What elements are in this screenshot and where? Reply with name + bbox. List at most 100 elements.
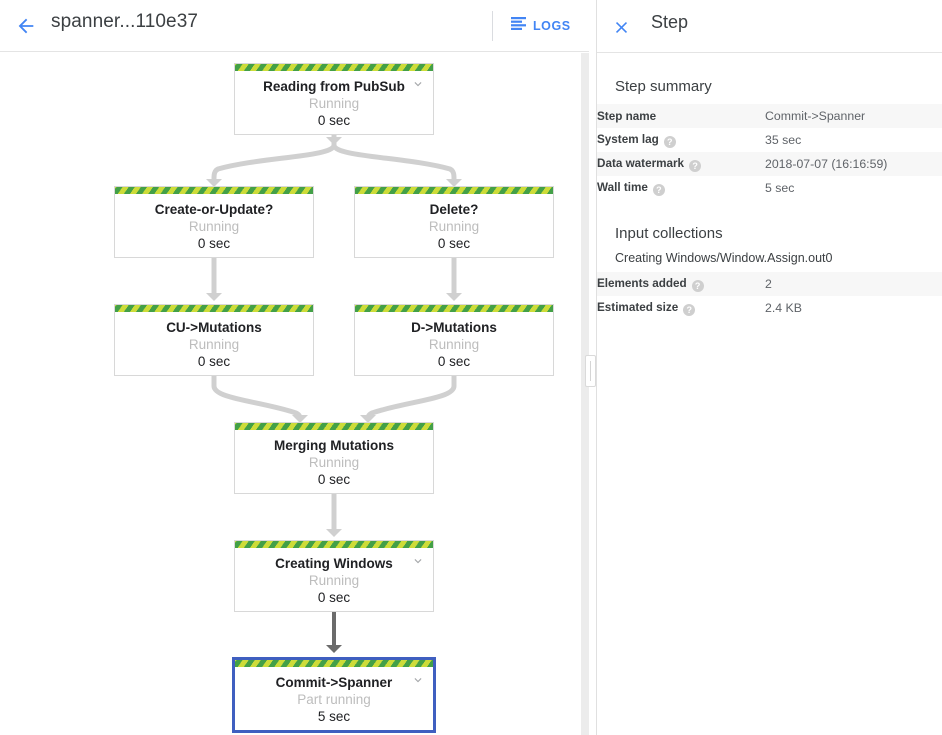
node-elapsed-time: 0 sec	[317, 113, 351, 128]
logs-label: LOGS	[533, 19, 571, 33]
detail-row: Estimated size?2.4 KB	[597, 296, 942, 320]
node-elapsed-time: 5 sec	[317, 709, 351, 724]
detail-row: Data watermark?2018-07-07 (16:16:59)	[597, 152, 942, 176]
detail-row: Step name Commit->Spanner	[597, 104, 942, 128]
help-icon[interactable]: ?	[683, 303, 696, 316]
detail-key-label: Data watermark	[597, 156, 685, 170]
help-icon[interactable]: ?	[663, 135, 676, 148]
node-status-stripe	[355, 305, 553, 312]
detail-row-key: Elements added?	[597, 272, 765, 296]
detail-key-label: System lag	[597, 132, 659, 146]
detail-row-key: Data watermark?	[597, 152, 765, 176]
detail-row-key: System lag?	[597, 128, 765, 152]
detail-row-value: 2	[765, 277, 772, 291]
node-title: Reading from PubSub	[263, 79, 405, 94]
node-title: Create-or-Update?	[154, 202, 274, 217]
input-collection-name: Creating Windows/Window.Assign.out0	[615, 251, 833, 265]
node-title: Creating Windows	[275, 556, 393, 571]
panel-resize-handle[interactable]	[585, 355, 596, 387]
detail-key-label: Wall time	[597, 180, 648, 194]
node-status-stripe	[235, 541, 433, 548]
step-panel-header: Step	[597, 0, 942, 53]
node-elapsed-time: 0 sec	[317, 472, 351, 487]
node-status-stripe	[235, 423, 433, 430]
detail-row-value: Commit->Spanner	[765, 109, 866, 123]
graph-vertical-scrollbar[interactable]	[581, 53, 589, 735]
detail-row: Wall time?5 sec	[597, 176, 942, 200]
panel-divider	[596, 0, 597, 735]
left-header-bar: spanner...110e37 LOGS	[0, 0, 589, 52]
node-status: Running	[428, 337, 480, 352]
logs-button[interactable]: LOGS	[508, 12, 574, 40]
node-status: Part running	[297, 692, 371, 707]
node-title: Delete?	[429, 202, 479, 217]
help-icon[interactable]: ?	[689, 159, 702, 172]
job-graph-panel: spanner...110e37 LOGS	[0, 0, 589, 735]
detail-row-value: 5 sec	[765, 181, 795, 195]
detail-row-key: Wall time?	[597, 176, 765, 200]
node-status: Running	[188, 219, 240, 234]
node-status: Running	[308, 96, 360, 111]
node-title: D->Mutations	[411, 320, 497, 335]
detail-row-key: Estimated size?	[597, 296, 765, 320]
detail-key-label: Elements added	[597, 276, 687, 290]
graph-node-create-or-update[interactable]: Create-or-Update? Running 0 sec	[114, 186, 314, 258]
graph-edges	[206, 132, 462, 653]
node-status-stripe	[235, 64, 433, 71]
chevron-down-icon[interactable]	[411, 77, 425, 91]
node-elapsed-time: 0 sec	[317, 590, 351, 605]
node-elapsed-time: 0 sec	[197, 236, 231, 251]
job-title: spanner...110e37	[51, 11, 199, 32]
node-title: Merging Mutations	[274, 438, 394, 453]
node-status-stripe	[235, 660, 433, 667]
node-elapsed-time: 0 sec	[437, 354, 471, 369]
logs-icon	[511, 17, 526, 35]
node-status: Running	[188, 337, 240, 352]
node-title: Commit->Spanner	[275, 675, 393, 690]
back-arrow-icon[interactable]	[10, 10, 42, 42]
help-icon[interactable]: ?	[652, 183, 665, 196]
node-elapsed-time: 0 sec	[437, 236, 471, 251]
node-body: Create-or-Update? Running 0 sec	[115, 187, 313, 252]
detail-row-key: Step name	[597, 104, 765, 128]
close-icon[interactable]	[606, 12, 636, 42]
header-divider	[492, 11, 493, 41]
node-title: CU->Mutations	[166, 320, 262, 335]
detail-row: Elements added?2	[597, 272, 942, 296]
detail-key-label: Estimated size	[597, 300, 679, 314]
node-status: Running	[308, 455, 360, 470]
help-icon[interactable]: ?	[691, 279, 704, 292]
node-status: Running	[308, 573, 360, 588]
node-body: Delete? Running 0 sec	[355, 187, 553, 252]
chevron-down-icon[interactable]	[411, 554, 425, 568]
input-collections-heading: Input collections	[615, 225, 723, 242]
graph-node-delete[interactable]: Delete? Running 0 sec	[354, 186, 554, 258]
detail-key-label: Step name	[597, 109, 657, 123]
detail-row-value: 35 sec	[765, 133, 802, 147]
detail-row: System lag?35 sec	[597, 128, 942, 152]
node-status: Running	[428, 219, 480, 234]
chevron-down-icon[interactable]	[411, 673, 425, 687]
node-status-stripe	[115, 305, 313, 312]
node-status-stripe	[355, 187, 553, 194]
step-panel-title: Step	[651, 12, 689, 32]
node-elapsed-time: 0 sec	[197, 354, 231, 369]
